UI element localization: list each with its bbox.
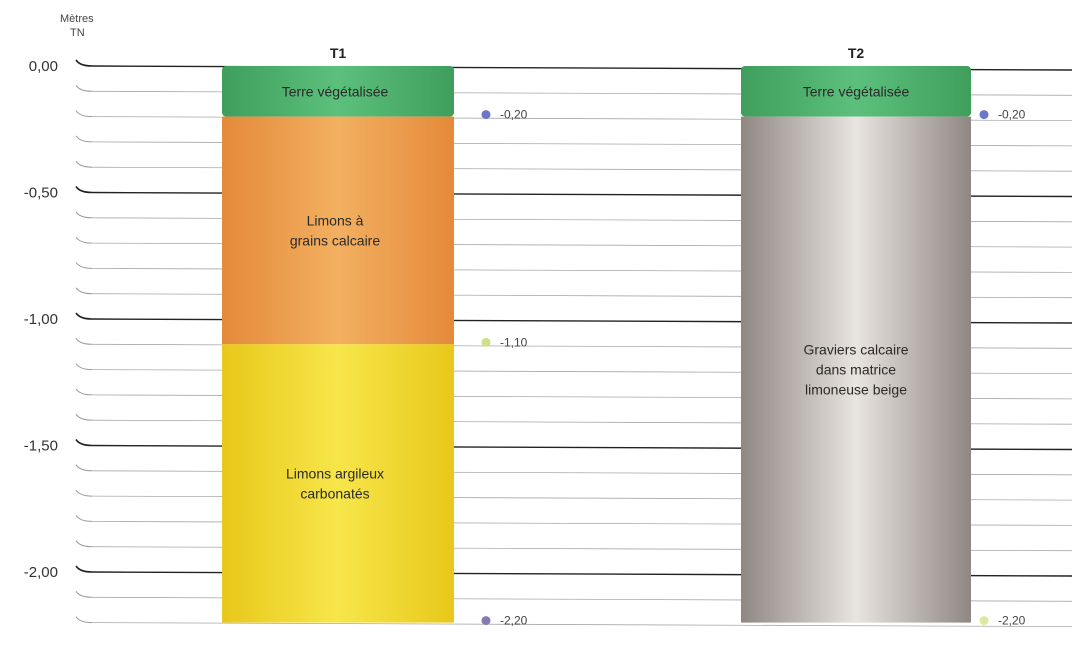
tick-label: -1,00	[24, 311, 58, 328]
depth-marker-dot	[481, 616, 491, 626]
tick-label: 0,00	[29, 58, 58, 75]
depth-marker-dot	[979, 110, 989, 120]
soil-layer-fill	[741, 66, 971, 117]
depth-marker-dot	[979, 616, 989, 626]
depth-marker-label: -0,20	[998, 108, 1026, 122]
soil-layer-fill	[222, 66, 454, 117]
tick-label: -1,50	[24, 438, 58, 455]
depth-marker-label: -1,10	[500, 335, 528, 349]
depth-marker-dot	[481, 110, 491, 120]
column-title: T1	[330, 45, 347, 61]
depth-marker-label: -2,20	[500, 614, 528, 628]
tick-label: -0,50	[24, 185, 58, 202]
soil-layer: Terre végétalisée	[741, 66, 971, 117]
column-title: T2	[848, 45, 865, 61]
soil-layer-label: Terre végétalisée	[803, 83, 910, 99]
soil-layer: Terre végétalisée	[222, 66, 454, 117]
depth-marker: -2,20	[979, 614, 1026, 628]
depth-axis-ticks: 0,00 -0,50 -1,00 -1,50 -2,00	[24, 58, 58, 581]
depth-marker-dot	[481, 337, 491, 347]
tick-label: -2,00	[24, 564, 58, 581]
unit-label-line2: TN	[70, 27, 85, 39]
unit-label-line1: Mètres	[60, 13, 94, 25]
depth-marker: -1,10	[481, 335, 528, 349]
soil-layer-fill	[741, 116, 971, 623]
depth-marker: -2,20	[481, 614, 528, 628]
soil-layer-label: Terre végétalisée	[282, 83, 389, 99]
soil-layer-fill	[222, 344, 454, 623]
depth-marker-label: -0,20	[500, 108, 528, 122]
depth-marker-label: -2,20	[998, 614, 1026, 628]
soil-layer-fill	[222, 116, 454, 345]
depth-marker: -0,20	[481, 108, 528, 122]
minor-gridline	[75, 616, 1072, 627]
depth-marker: -0,20	[979, 108, 1026, 122]
